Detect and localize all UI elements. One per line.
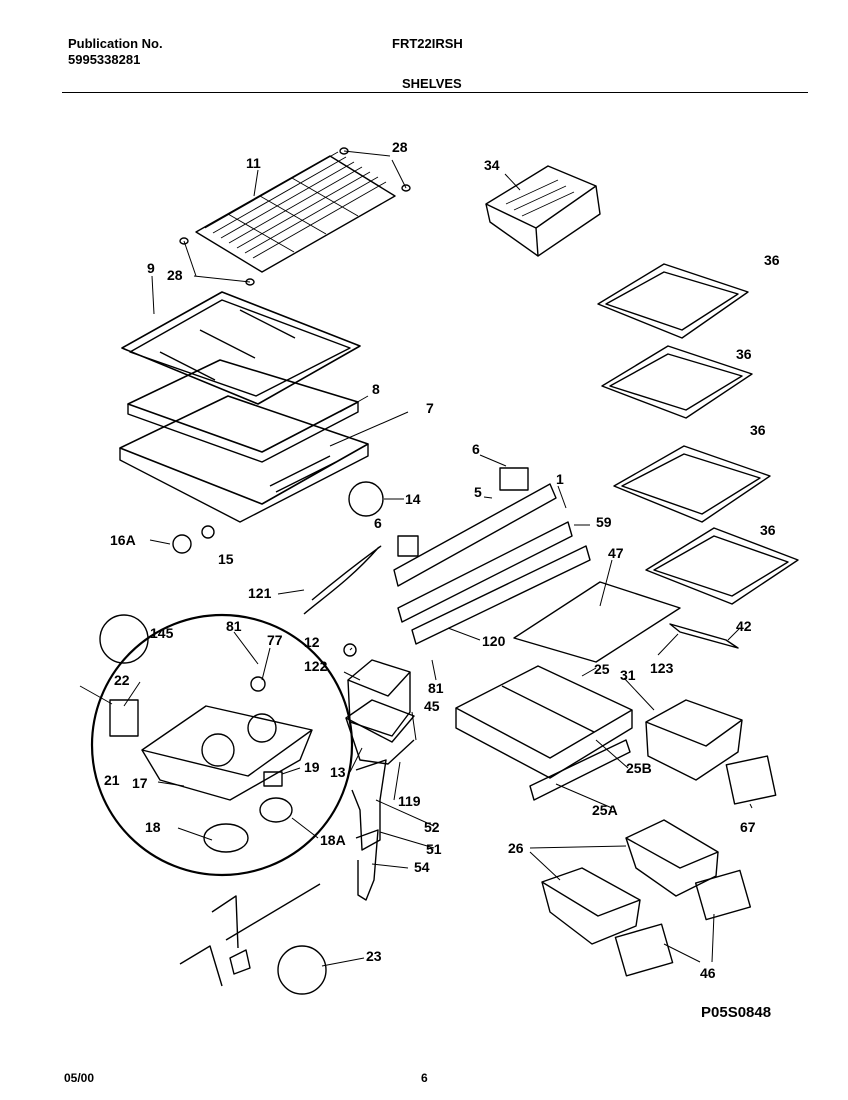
footer-page-number: 6 <box>421 1071 428 1085</box>
callout-36-third: 36 <box>750 422 766 438</box>
ice-maker-detail <box>90 613 354 877</box>
callout-16A: 16A <box>110 532 136 548</box>
callout-25B: 25B <box>626 760 652 776</box>
section-title: SHELVES <box>402 76 462 91</box>
shelf-frame-assembly <box>119 291 369 523</box>
callout-18A: 18A <box>320 832 346 848</box>
drawer-front-part <box>725 755 777 805</box>
callout-6-top: 6 <box>472 441 480 457</box>
thermistor-part <box>343 643 357 657</box>
callout-81-top: 81 <box>226 618 242 634</box>
header-rule <box>62 92 808 93</box>
callout-15: 15 <box>218 551 234 567</box>
ice-chute-part <box>345 659 415 901</box>
callout-120: 120 <box>482 633 506 649</box>
callout-54: 54 <box>414 859 430 875</box>
callout-67: 67 <box>740 819 756 835</box>
callout-52: 52 <box>424 819 440 835</box>
callout-18: 18 <box>145 819 161 835</box>
callout-31: 31 <box>620 667 636 683</box>
callout-26: 26 <box>508 840 524 856</box>
shelf-bracket-part <box>669 623 739 649</box>
light-bulb-part <box>172 525 215 554</box>
callout-122: 122 <box>304 658 328 674</box>
callout-145: 145 <box>150 625 174 641</box>
callout-25A: 25A <box>592 802 618 818</box>
callout-42: 42 <box>736 618 752 634</box>
callout-47: 47 <box>608 545 624 561</box>
callout-5: 5 <box>474 484 482 500</box>
callout-25: 25 <box>594 661 610 677</box>
callout-7: 7 <box>426 400 434 416</box>
crisper-cover-part <box>455 665 633 801</box>
storage-bin-part <box>485 165 601 257</box>
wire-harness-part <box>303 545 382 615</box>
callout-23: 23 <box>366 948 382 964</box>
callout-9: 9 <box>147 260 155 276</box>
callout-119: 119 <box>398 793 421 809</box>
publication-number: 5995338281 <box>68 52 141 67</box>
callout-11: 11 <box>246 155 261 171</box>
callout-12: 12 <box>304 634 320 650</box>
drawer-pan-outline <box>645 719 743 781</box>
leader-lines <box>79 150 753 967</box>
callout-14: 14 <box>405 491 421 507</box>
callout-34: 34 <box>484 157 500 173</box>
callout-59: 59 <box>596 514 612 530</box>
callout-19: 19 <box>304 759 320 775</box>
callout-121: 121 <box>248 585 272 601</box>
callout-36-second: 36 <box>736 346 752 362</box>
glass-panel-part <box>513 581 681 663</box>
callout-77: 77 <box>267 632 283 648</box>
callout-81-lower: 81 <box>428 680 444 696</box>
light-socket-part <box>348 481 384 517</box>
model-number: FRT22IRSH <box>392 36 463 51</box>
crisper-bins-part <box>541 819 752 977</box>
callout-1: 1 <box>556 471 564 487</box>
footer-date: 05/00 <box>64 1071 95 1085</box>
callout-46: 46 <box>700 965 716 981</box>
shelf-rails-part <box>393 467 591 645</box>
callout-123: 123 <box>650 660 674 676</box>
callout-51: 51 <box>426 841 442 857</box>
callout-17: 17 <box>132 775 148 791</box>
callout-8: 8 <box>372 381 380 397</box>
callout-36-first: 36 <box>764 252 780 268</box>
publication-label: Publication No. <box>68 36 163 51</box>
callout-28-top: 28 <box>392 139 408 155</box>
callout-6-lower: 6 <box>374 515 382 531</box>
callout-21: 21 <box>104 772 120 788</box>
wire-shelf-part <box>179 147 411 286</box>
callout-22: 22 <box>114 672 130 688</box>
lower-bracket-assembly <box>179 883 327 995</box>
callout-36-fourth: 36 <box>760 522 776 538</box>
diagram-code: P05S0848 <box>701 1004 772 1021</box>
callout-13: 13 <box>330 764 346 780</box>
callout-28-left: 28 <box>167 267 183 283</box>
glass-shelves-part <box>597 263 799 605</box>
drawer-pan-part <box>645 699 743 747</box>
callout-45: 45 <box>424 698 440 714</box>
